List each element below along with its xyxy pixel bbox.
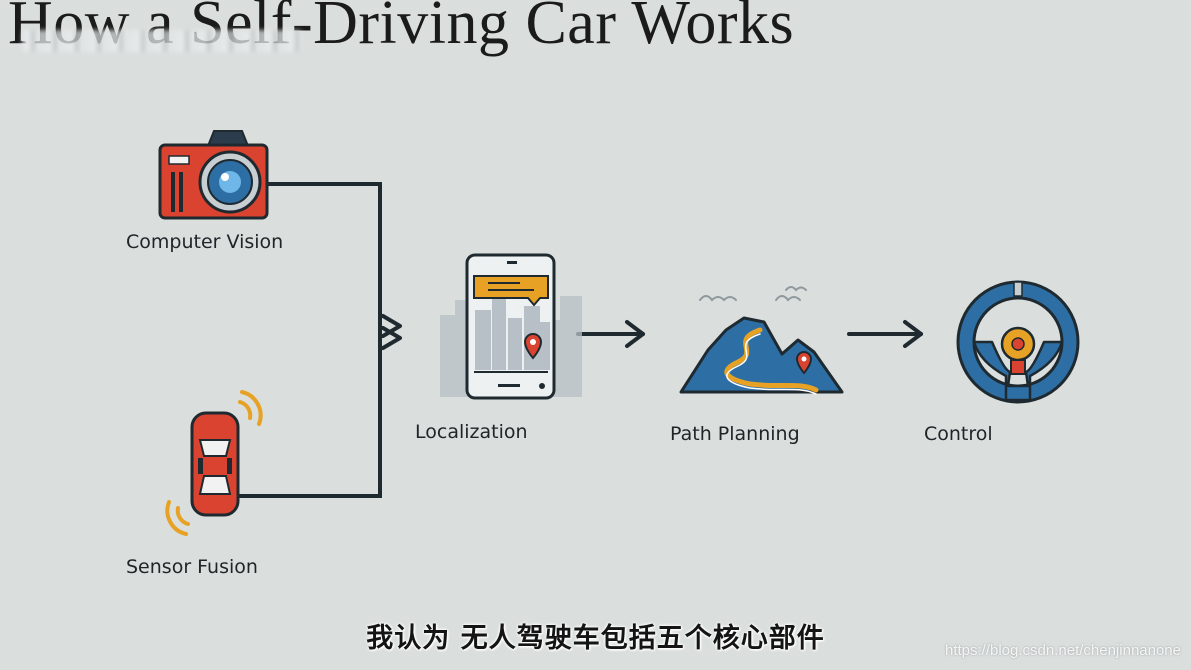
arrow-to-path-planning: [578, 322, 643, 346]
car-sensor-icon: [167, 392, 260, 534]
label-path-planning: Path Planning: [670, 423, 800, 445]
watermark-url: https://blog.csdn.net/chenjinnanone: [945, 642, 1181, 659]
label-localization: Localization: [415, 421, 528, 443]
merge-arrow-icon: [383, 316, 400, 348]
label-sensor-fusion: Sensor Fusion: [126, 556, 258, 578]
arrow-to-control: [849, 322, 921, 346]
camera-icon: [160, 131, 267, 218]
label-control: Control: [924, 423, 993, 445]
label-computer-vision: Computer Vision: [126, 231, 283, 253]
phone-map-icon: [440, 255, 582, 398]
steering-wheel-icon: [958, 282, 1078, 402]
mountain-route-icon: [681, 287, 842, 394]
